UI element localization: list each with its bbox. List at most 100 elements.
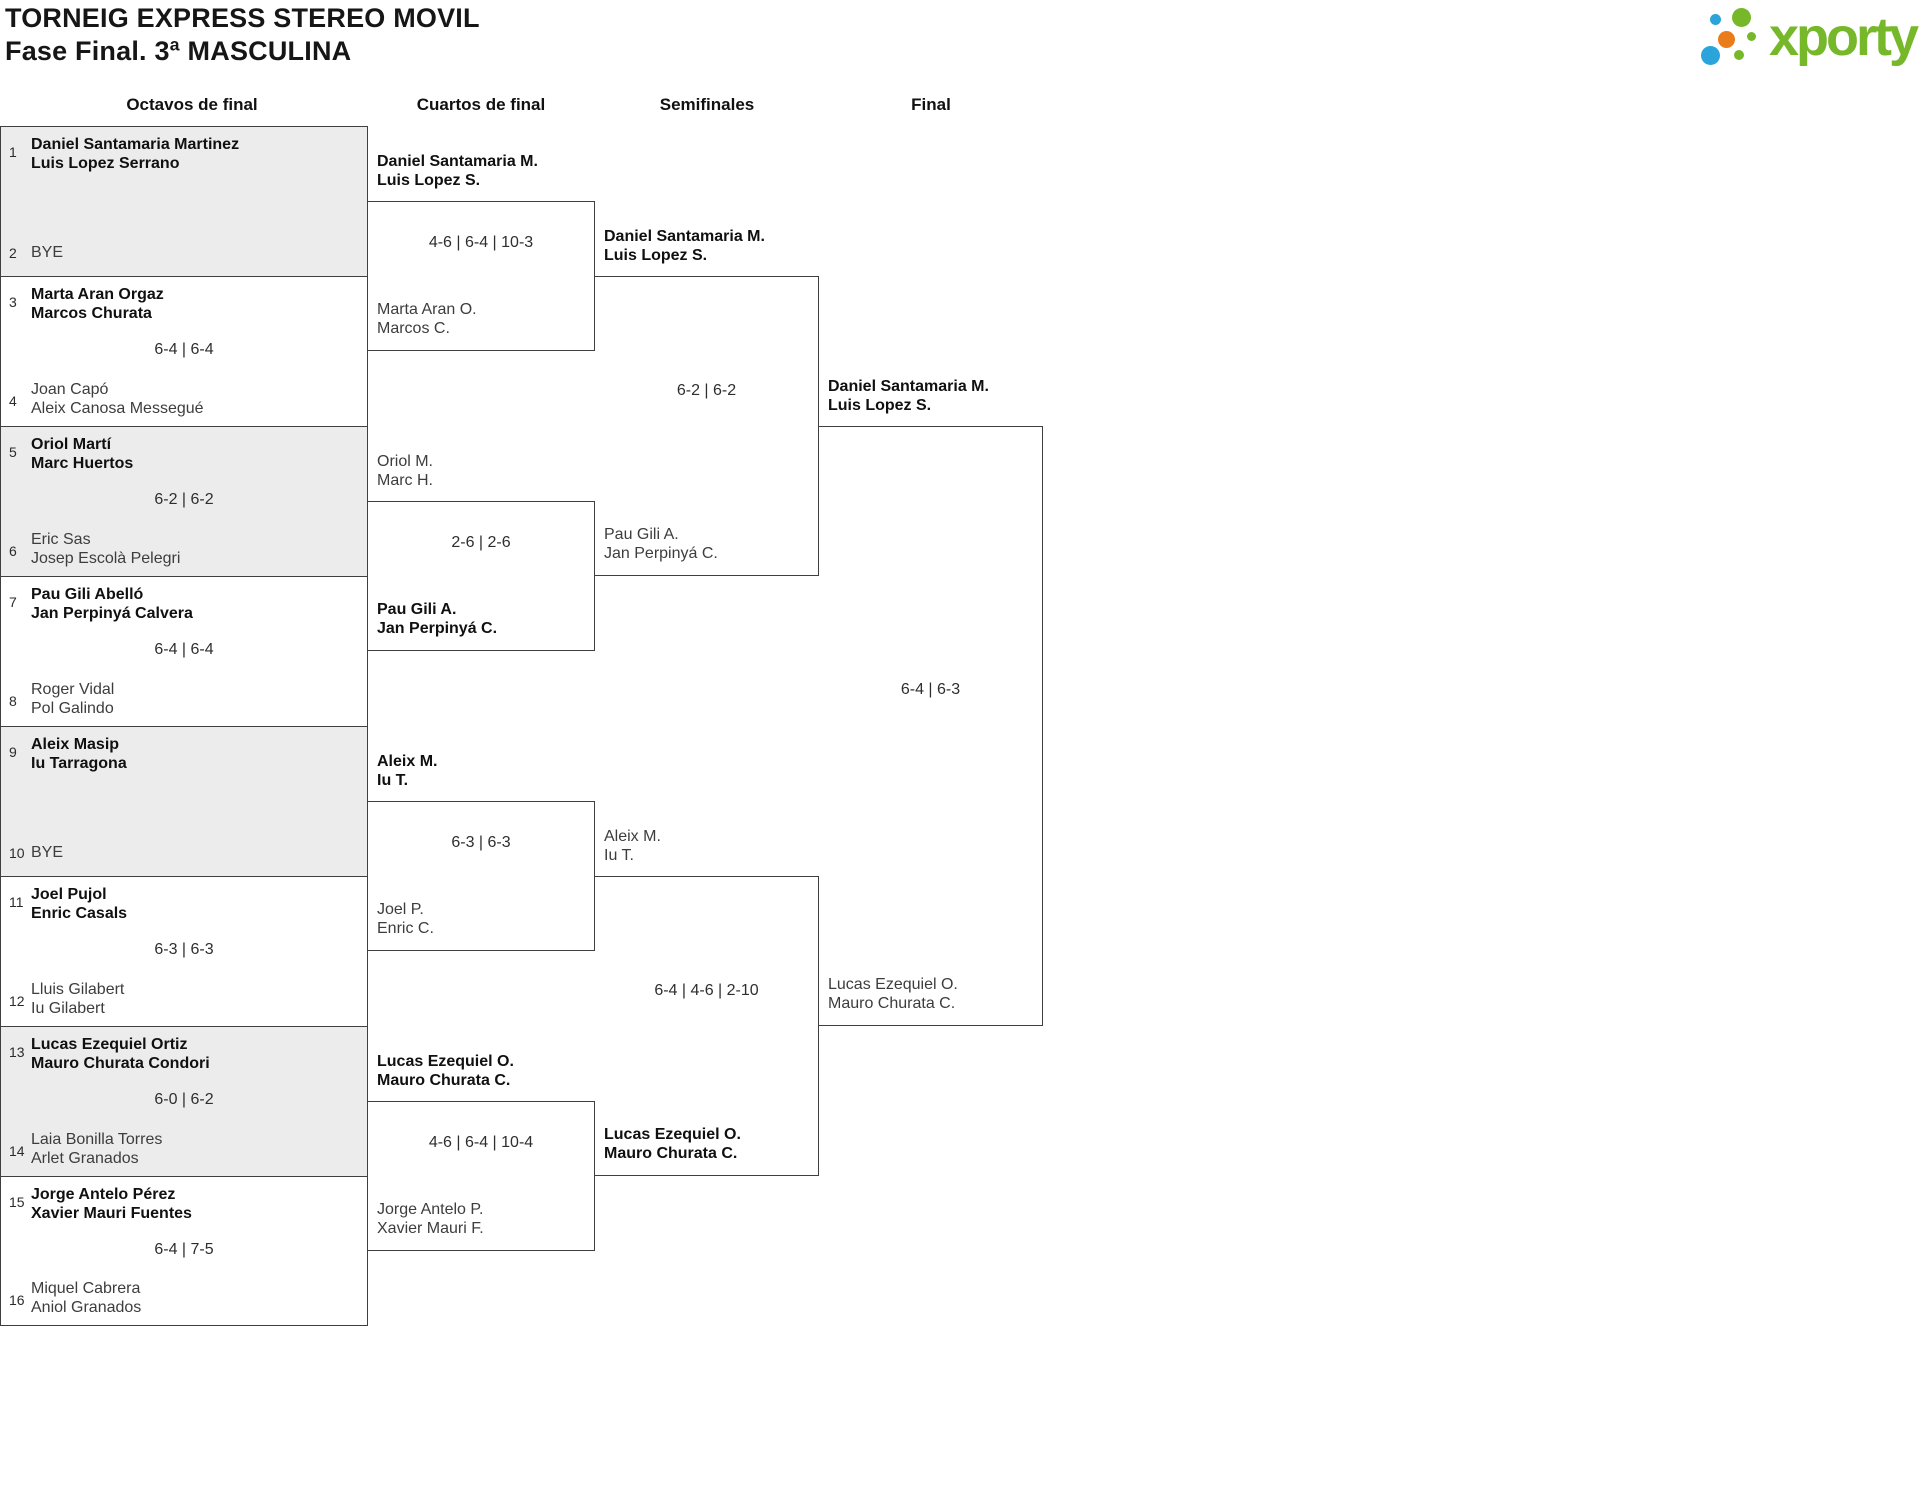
player-name: Aleix M.: [604, 828, 661, 845]
seed-number: 7: [9, 594, 17, 610]
team-top: Aleix Masip Iu Tarragona: [31, 735, 127, 773]
player-name: Marta Aran O.: [377, 301, 477, 318]
team-bottom: Joan Capó Aleix Canosa Messegué: [31, 380, 204, 418]
octavos-match-1: 1 Daniel Santamaria Martinez Luis Lopez …: [0, 126, 368, 276]
team-bottom: Miquel Cabrera Aniol Granados: [31, 1279, 141, 1317]
team-bottom: BYE: [31, 843, 63, 862]
match-score: 6-4 | 6-4: [154, 341, 214, 358]
player-name: Joan Capó: [31, 381, 109, 398]
player-name: Aleix Canosa Messegué: [31, 400, 204, 417]
player-name: Joel P.: [377, 901, 424, 918]
player-name: Iu T.: [377, 772, 409, 789]
team-top: Lucas Ezequiel O. Mauro Churata C.: [377, 1052, 514, 1090]
player-name: Iu Tarragona: [31, 755, 127, 772]
team-top: Joel Pujol Enric Casals: [31, 885, 127, 923]
seed-number: 6: [9, 543, 17, 559]
cuartos-match-2: Oriol M. Marc H. 2-6 | 2-6 Pau Gili A. J…: [368, 453, 595, 651]
player-name: Daniel Santamaria M.: [828, 378, 989, 395]
match-score: 6-4 | 6-4: [154, 641, 214, 658]
player-name: Eric Sas: [31, 531, 91, 548]
player-name: Jan Perpinyá C.: [604, 545, 718, 562]
player-name: Xavier Mauri Fuentes: [31, 1205, 192, 1222]
player-name: Pau Gili A.: [604, 526, 679, 543]
seed-number: 3: [9, 294, 17, 310]
seed-number: 14: [9, 1143, 25, 1159]
team-bottom: BYE: [31, 243, 63, 262]
xporty-dots-icon: [1700, 2, 1761, 74]
match-score: 2-6 | 2-6: [451, 534, 511, 551]
team-bottom: Jorge Antelo P. Xavier Mauri F.: [377, 1200, 484, 1238]
cuartos-match-3: Aleix M. Iu T. 6-3 | 6-3 Joel P. Enric C…: [368, 753, 595, 951]
player-name: Laia Bonilla Torres: [31, 1131, 163, 1148]
match-score: 4-6 | 6-4 | 10-4: [428, 1134, 534, 1151]
team-top: Lucas Ezequiel Ortiz Mauro Churata Condo…: [31, 1035, 210, 1073]
team-bottom: Laia Bonilla Torres Arlet Granados: [31, 1130, 162, 1168]
team-bottom: Marta Aran O. Marcos C.: [377, 300, 477, 338]
seed-number: 4: [9, 393, 17, 409]
player-name: Mauro Churata C.: [604, 1145, 738, 1162]
column-header-cuartos: Cuartos de final: [416, 95, 546, 114]
player-name: Daniel Santamaria M.: [604, 228, 765, 245]
team-bottom: Lucas Ezequiel O. Mauro Churata C.: [828, 975, 958, 1013]
team-bottom: Lluis Gilabert Iu Gilabert: [31, 980, 124, 1018]
match-score: 6-4 | 4-6 | 2-10: [654, 982, 759, 999]
seed-number: 10: [9, 845, 25, 861]
seed-number: 5: [9, 444, 17, 460]
player-name: Enric C.: [377, 920, 434, 937]
phase-category: Fase Final. 3ª MASCULINA: [5, 36, 352, 66]
match-score: 6-2 | 6-2: [154, 491, 214, 508]
team-top: Oriol Martí Marc Huertos: [31, 435, 133, 473]
player-name: Pol Galindo: [31, 700, 114, 717]
match-score: 4-6 | 6-4 | 10-3: [428, 234, 534, 251]
tournament-name: TORNEIG EXPRESS STEREO MOVIL: [5, 3, 480, 33]
player-name: Iu Gilabert: [31, 1000, 105, 1017]
seed-number: 16: [9, 1292, 25, 1308]
player-name: Arlet Granados: [31, 1150, 139, 1167]
player-name: Mauro Churata Condori: [31, 1055, 210, 1072]
octavos-match-7: 13 Lucas Ezequiel Ortiz Mauro Churata Co…: [0, 1026, 368, 1176]
player-name: Lluis Gilabert: [31, 981, 125, 998]
player-name: Iu T.: [604, 847, 634, 864]
seed-number: 11: [9, 894, 24, 910]
team-top: Oriol M. Marc H.: [377, 452, 433, 490]
team-top: Daniel Santamaria M. Luis Lopez S.: [604, 227, 765, 265]
match-score: 6-3 | 6-3: [451, 834, 511, 851]
player-name: Mauro Churata C.: [377, 1072, 511, 1089]
seed-number: 9: [9, 744, 17, 760]
player-name: Jorge Antelo P.: [377, 1201, 484, 1218]
team-top: Jorge Antelo Pérez Xavier Mauri Fuentes: [31, 1185, 192, 1223]
player-name: Marta Aran Orgaz: [31, 286, 164, 303]
seed-number: 2: [9, 245, 17, 261]
match-score: 6-0 | 6-2: [154, 1091, 214, 1108]
seed-number: 13: [9, 1044, 25, 1060]
player-name: Lucas Ezequiel Ortiz: [31, 1036, 188, 1053]
column-header-final: Final: [911, 95, 951, 114]
match-score: 6-4 | 7-5: [154, 1241, 214, 1258]
player-name: Oriol M.: [377, 453, 433, 470]
player-name: Joel Pujol: [31, 886, 107, 903]
column-header-semifinales: Semifinales: [659, 95, 755, 114]
player-name: BYE: [31, 244, 64, 261]
player-name: Lucas Ezequiel O.: [604, 1126, 741, 1143]
player-name: Marcos Churata: [31, 305, 152, 322]
team-top: Daniel Santamaria M. Luis Lopez S.: [377, 152, 538, 190]
player-name: Mauro Churata C.: [828, 995, 956, 1012]
match-score: 6-2 | 6-2: [676, 382, 737, 399]
team-bottom: Lucas Ezequiel O. Mauro Churata C.: [604, 1125, 741, 1163]
player-name: Oriol Martí: [31, 436, 112, 453]
player-name: Marcos C.: [377, 320, 450, 337]
cuartos-match-1: Daniel Santamaria M. Luis Lopez S. 4-6 |…: [368, 153, 595, 351]
player-name: BYE: [31, 844, 64, 861]
page-title: TORNEIG EXPRESS STEREO MOVIL Fase Final.…: [5, 2, 480, 68]
xporty-logo: xporty: [1700, 2, 1919, 74]
player-name: Miquel Cabrera: [31, 1280, 141, 1297]
team-top: Daniel Santamaria M. Luis Lopez S.: [828, 377, 989, 415]
player-name: Marc H.: [377, 472, 433, 489]
player-name: Pau Gili A.: [377, 601, 457, 618]
player-name: Luis Lopez S.: [377, 172, 481, 189]
team-top: Daniel Santamaria Martinez Luis Lopez Se…: [31, 135, 239, 173]
player-name: Jan Perpinyá Calvera: [31, 605, 193, 622]
xporty-wordmark: xporty: [1768, 7, 1919, 67]
cuartos-match-4: Lucas Ezequiel O. Mauro Churata C. 4-6 |…: [368, 1053, 595, 1251]
player-name: Luis Lopez S.: [604, 247, 708, 264]
